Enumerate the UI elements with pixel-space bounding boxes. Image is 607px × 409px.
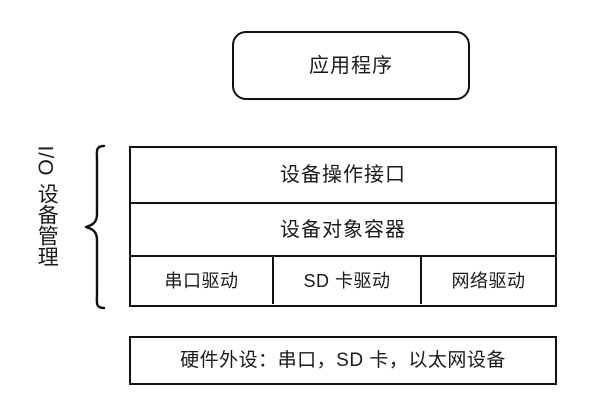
io-rotated-label: I/O [34, 145, 58, 177]
sd-card-driver-cell: SD 卡驱动 [274, 257, 422, 304]
serial-driver-label: 串口驱动 [164, 270, 239, 291]
device-object-container-row: 设备对象容器 [131, 204, 555, 257]
curly-brace-icon [82, 144, 108, 310]
network-driver-label: 网络驱动 [451, 270, 526, 291]
application-layer-label: 应用程序 [309, 54, 393, 77]
hardware-peripherals-box: 硬件外设：串口，SD 卡，以太网设备 [129, 336, 557, 385]
application-layer-box: 应用程序 [232, 31, 470, 100]
device-operation-interface-label: 设备操作接口 [280, 164, 406, 186]
device-object-container-label: 设备对象容器 [280, 218, 406, 241]
io-management-side-label: I/O 设备管理 [24, 140, 68, 316]
device-operation-interface-row: 设备操作接口 [131, 148, 555, 204]
serial-driver-cell: 串口驱动 [131, 257, 274, 304]
sd-card-driver-label: SD 卡驱动 [303, 270, 391, 291]
io-management-stack: 设备操作接口 设备对象容器 串口驱动 SD 卡驱动 网络驱动 [129, 146, 557, 307]
driver-row: 串口驱动 SD 卡驱动 网络驱动 [131, 257, 555, 304]
network-driver-cell: 网络驱动 [422, 257, 555, 304]
hardware-peripherals-label: 硬件外设：串口，SD 卡，以太网设备 [180, 350, 506, 371]
device-management-vertical-label: 设备管理 [35, 183, 59, 267]
